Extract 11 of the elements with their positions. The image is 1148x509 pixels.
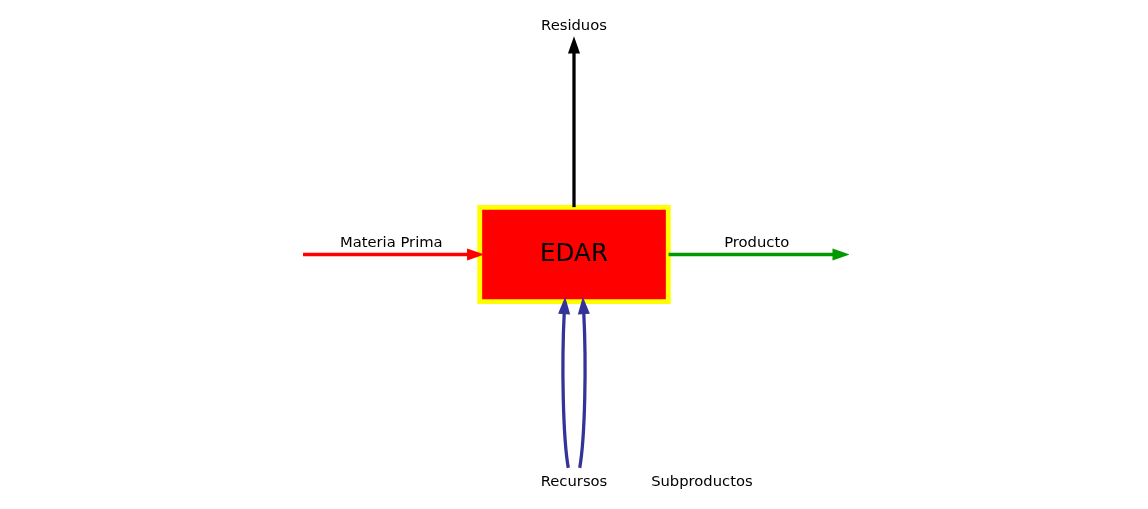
node-box: EDAR xyxy=(477,204,671,305)
edge-label: Producto xyxy=(724,233,790,251)
arrow xyxy=(558,296,571,469)
node-text: Recursos xyxy=(540,472,608,490)
arrow xyxy=(577,296,590,469)
label: Subproductos xyxy=(651,472,753,490)
arrow xyxy=(567,36,581,208)
arrow xyxy=(668,248,849,261)
node-text: Residuos xyxy=(541,15,607,33)
arrow xyxy=(303,248,485,261)
edge-label: Materia Prima xyxy=(339,233,443,251)
